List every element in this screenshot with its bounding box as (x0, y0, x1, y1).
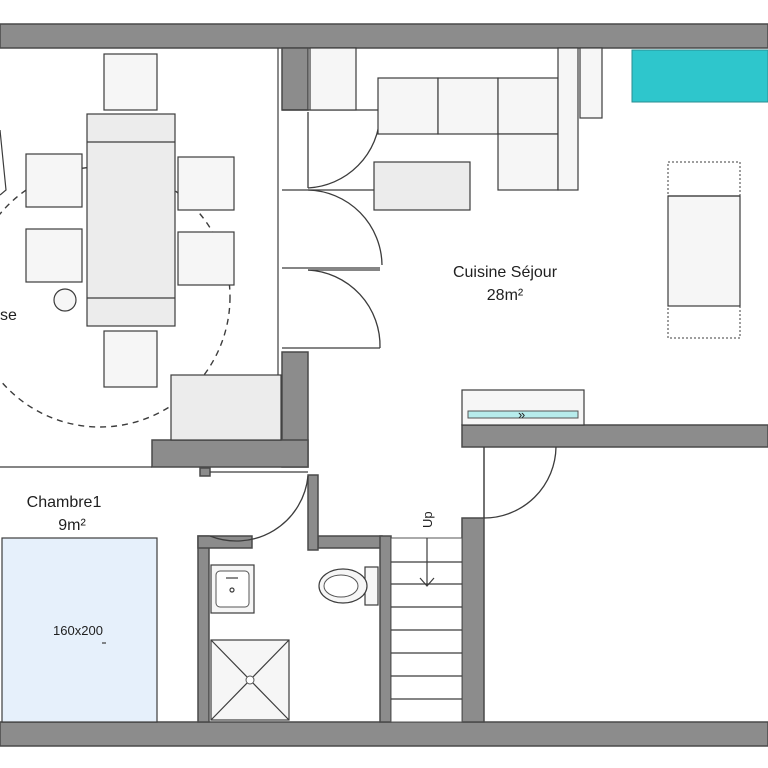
wall-top (0, 23, 768, 49)
sofa (667, 195, 741, 307)
chair-left-1 (25, 153, 83, 208)
kitchen-counter-2 (437, 77, 499, 135)
bed (1, 537, 158, 723)
armchair-edge (0, 129, 7, 196)
radiator (467, 410, 579, 419)
bedroom-area: 9m² (58, 517, 86, 534)
door-2-arc (307, 189, 383, 266)
chair-right-2 (177, 231, 235, 286)
door-3-arc (307, 269, 381, 349)
kitchen-island (373, 161, 471, 211)
bedroom: 160x200 Chambre1 9m² (1, 494, 158, 723)
sink-basin (215, 570, 250, 608)
chair-right-1 (177, 156, 235, 211)
chair-bottom (103, 330, 158, 388)
entry-door-arc (483, 446, 557, 519)
dining-rug-circle (0, 166, 231, 428)
stair-up-label: Up (420, 511, 435, 528)
bed-size-label: 160x200 (53, 623, 103, 638)
kitchen-tall-unit (557, 47, 579, 191)
sideboard (170, 374, 282, 441)
dining-table (86, 113, 176, 327)
wall-door-jamb-a (199, 467, 211, 477)
kitchen-counter-1 (377, 77, 439, 135)
kitchen-living: » Cuisine Séjour 28m² (309, 47, 768, 426)
wall-bath-right (379, 535, 392, 723)
wall-mid-pillar-top (281, 47, 309, 111)
plant-pot (53, 288, 77, 312)
wall-living-divider (461, 424, 768, 448)
bedroom-label: Chambre1 (27, 494, 102, 511)
door-1-arc (307, 114, 381, 189)
wall-stair-right (461, 517, 485, 723)
sink-drain (229, 587, 235, 593)
kitchen-shelf (579, 47, 603, 119)
toilet-seat (323, 574, 359, 598)
tv-unit (461, 389, 585, 426)
wall-bath-top-left (197, 535, 253, 549)
dining-area: se (0, 53, 282, 441)
wall-bath-left (197, 535, 210, 723)
wall-door-jamb-b (307, 474, 319, 551)
teal-wall-unit (631, 49, 768, 103)
wall-dining-base (151, 439, 309, 468)
walls (0, 23, 768, 747)
shower-drain (245, 675, 255, 685)
kitchen-counter-3 (497, 77, 559, 135)
bathroom (210, 564, 379, 721)
stairs: Up (390, 511, 463, 723)
wall-bottom (0, 721, 768, 747)
wall-bath-top-right (317, 535, 383, 549)
kitchen-counter-4 (497, 133, 559, 191)
living-room-area: 28m² (487, 287, 524, 304)
chair-left-2 (25, 228, 83, 283)
bath-door-arc (209, 475, 309, 542)
chair-top (103, 53, 158, 111)
dining-room-label: se (0, 307, 17, 324)
kitchen-column (309, 47, 357, 111)
living-room-label: Cuisine Séjour (453, 264, 558, 281)
radiator-mark: » (518, 407, 525, 422)
stair-direction-arrow (419, 577, 435, 587)
